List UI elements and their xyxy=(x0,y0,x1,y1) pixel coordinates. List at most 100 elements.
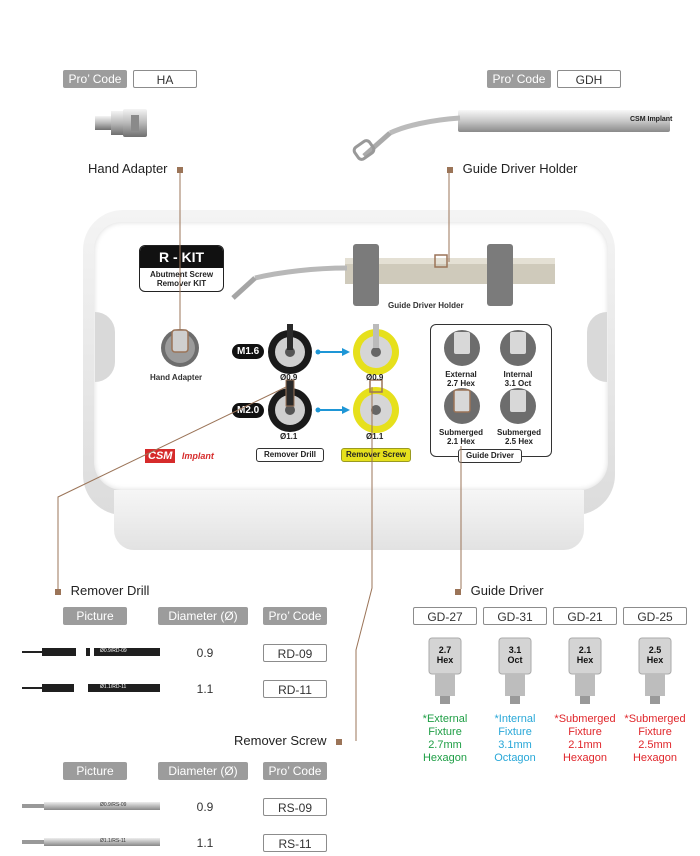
screw-engraving: Ø1.1/RS-11 xyxy=(100,838,127,844)
guide-driver-tag: Guide Driver xyxy=(458,449,522,463)
table-cell: 0.9 xyxy=(196,800,214,814)
gd-sub21-label: Submerged 2.1 Hex xyxy=(436,428,486,446)
kit-tray-base xyxy=(114,490,584,550)
remover-screw-tag: Remover Screw xyxy=(341,448,411,462)
table-cell: 0.9 xyxy=(196,646,214,660)
m16-label: M1.6 xyxy=(232,344,265,359)
guide-driver-description-line: 2.7mm xyxy=(428,739,462,751)
brand-logo: CSM Implant xyxy=(145,446,214,464)
pro-code-label: Pro’ Code xyxy=(487,70,551,88)
guide-driver-holder-title-text: Guide Driver Holder xyxy=(462,161,578,176)
gd-external-line2: 2.7 Hex xyxy=(446,379,476,388)
guide-driver-engraving-type: Hex xyxy=(576,655,594,665)
gd-internal-label: Internal 3.1 Oct xyxy=(497,370,539,388)
guide-driver-description-line: *External xyxy=(422,713,468,725)
remover-screw-title: Remover Screw xyxy=(234,733,343,748)
kit-hand-adapter-image xyxy=(161,329,199,367)
drill-engraving: Ø0.9/RD-09 xyxy=(100,648,127,654)
guide-driver-engraving-size: 2.5 xyxy=(648,645,662,655)
kit-title: R - KIT xyxy=(140,246,223,268)
guide-driver-engraving-size: 2.7 xyxy=(438,645,452,655)
guide-driver-engraving-type: Hex xyxy=(436,655,454,665)
table-cell: RD-11 xyxy=(263,680,327,698)
gd-sub25-label: Submerged 2.5 Hex xyxy=(494,428,544,446)
guide-driver-description-line: Fixture xyxy=(638,726,672,738)
gd-external-line1: External xyxy=(445,370,477,379)
guide-driver-image xyxy=(568,637,602,704)
remover-drill-title: Remover Drill xyxy=(55,583,149,598)
brand-logo-suffix: Implant xyxy=(181,451,214,461)
gd-external-label: External 2.7 Hex xyxy=(440,370,482,388)
kit-subtitle-line2: Remover KIT xyxy=(156,279,207,288)
hand-adapter-image xyxy=(95,109,147,137)
remover-screw-title-text: Remover Screw xyxy=(234,733,327,748)
guide-driver-description-line: Hexagon xyxy=(562,752,608,764)
guide-driver-sockets xyxy=(444,330,536,424)
gd-sub25-line2: 2.5 Hex xyxy=(504,437,534,446)
guide-driver-description-line: Octagon xyxy=(494,752,536,764)
table-header: Picture xyxy=(63,762,127,780)
pro-code-value: GDH xyxy=(557,70,621,88)
gd-sub25-line1: Submerged xyxy=(496,428,541,437)
guide-driver-description-line: *Submerged xyxy=(554,713,616,725)
guide-driver-holder-image xyxy=(352,110,670,161)
screw-engraving: Ø0.9/RS-09 xyxy=(100,802,127,808)
guide-driver-engraving-size: 2.1 xyxy=(578,645,592,655)
hand-adapter-title: Hand Adapter xyxy=(88,161,184,176)
guide-driver-engraving-type: Hex xyxy=(646,655,664,665)
kit-drill-screw-group xyxy=(268,324,399,433)
brand-logo-mark: CSM xyxy=(145,449,176,463)
guide-driver-description-line: Fixture xyxy=(428,726,462,738)
pro-code-value: HA xyxy=(133,70,197,88)
guide-driver-engraving-size: 3.1 xyxy=(508,645,522,655)
drill-engraving: Ø1.1/RD-11 xyxy=(100,684,127,690)
kit-subtitle-line1: Abutment Screw xyxy=(149,270,214,279)
screw-09-label: Ø0.9 xyxy=(366,373,384,382)
guide-driver-description-line: *Internal xyxy=(494,713,536,725)
guide-driver-code: GD-21 xyxy=(553,607,617,625)
drill-rd09-image xyxy=(22,648,160,656)
kit-notch-left xyxy=(95,312,115,382)
guide-driver-description-line: Hexagon xyxy=(632,752,678,764)
table-header: Picture xyxy=(63,607,127,625)
table-header: Diameter (Ø) xyxy=(158,607,248,625)
marker-icon xyxy=(55,588,61,595)
screw-11-label: Ø1.1 xyxy=(366,432,384,441)
guide-driver-description-line: 2.1mm xyxy=(568,739,602,751)
marker-icon xyxy=(177,166,184,173)
guide-driver-holder-title: Guide Driver Holder xyxy=(447,161,578,176)
marker-icon xyxy=(336,738,343,745)
guide-driver-image xyxy=(498,637,532,704)
guide-driver-code: GD-25 xyxy=(623,607,687,625)
kit-notch-right xyxy=(587,312,607,382)
kit-guide-driver-holder: Guide Driver Holder xyxy=(388,301,464,310)
table-cell: 1.1 xyxy=(196,836,214,850)
guide-driver-engraving-type: Oct xyxy=(507,655,523,665)
guide-driver-code: GD-31 xyxy=(483,607,547,625)
guide-driver-title: Guide Driver xyxy=(455,583,544,598)
screw-rs09-image xyxy=(22,802,160,810)
guide-driver-description-line: Hexagon xyxy=(422,752,468,764)
marker-icon xyxy=(455,588,461,595)
guide-driver-description-line: *Submerged xyxy=(624,713,686,725)
guide-driver-image xyxy=(638,637,672,704)
m20-label: M2.0 xyxy=(232,403,265,418)
table-header: Pro’ Code xyxy=(263,607,327,625)
marker-icon xyxy=(447,166,453,173)
table-cell: 1.1 xyxy=(196,682,214,696)
pro-code-label: Pro’ Code xyxy=(63,70,127,88)
screw-rs11-image xyxy=(22,838,160,846)
gd-internal-line1: Internal xyxy=(503,370,533,379)
table-cell: RD-09 xyxy=(263,644,327,662)
remover-drill-tag: Remover Drill xyxy=(256,448,324,462)
table-header: Pro’ Code xyxy=(263,762,327,780)
guide-driver-title-text: Guide Driver xyxy=(470,583,544,598)
kit-label: R - KIT Abutment Screw Remover KIT xyxy=(139,245,224,292)
hand-adapter-title-text: Hand Adapter xyxy=(88,161,168,176)
